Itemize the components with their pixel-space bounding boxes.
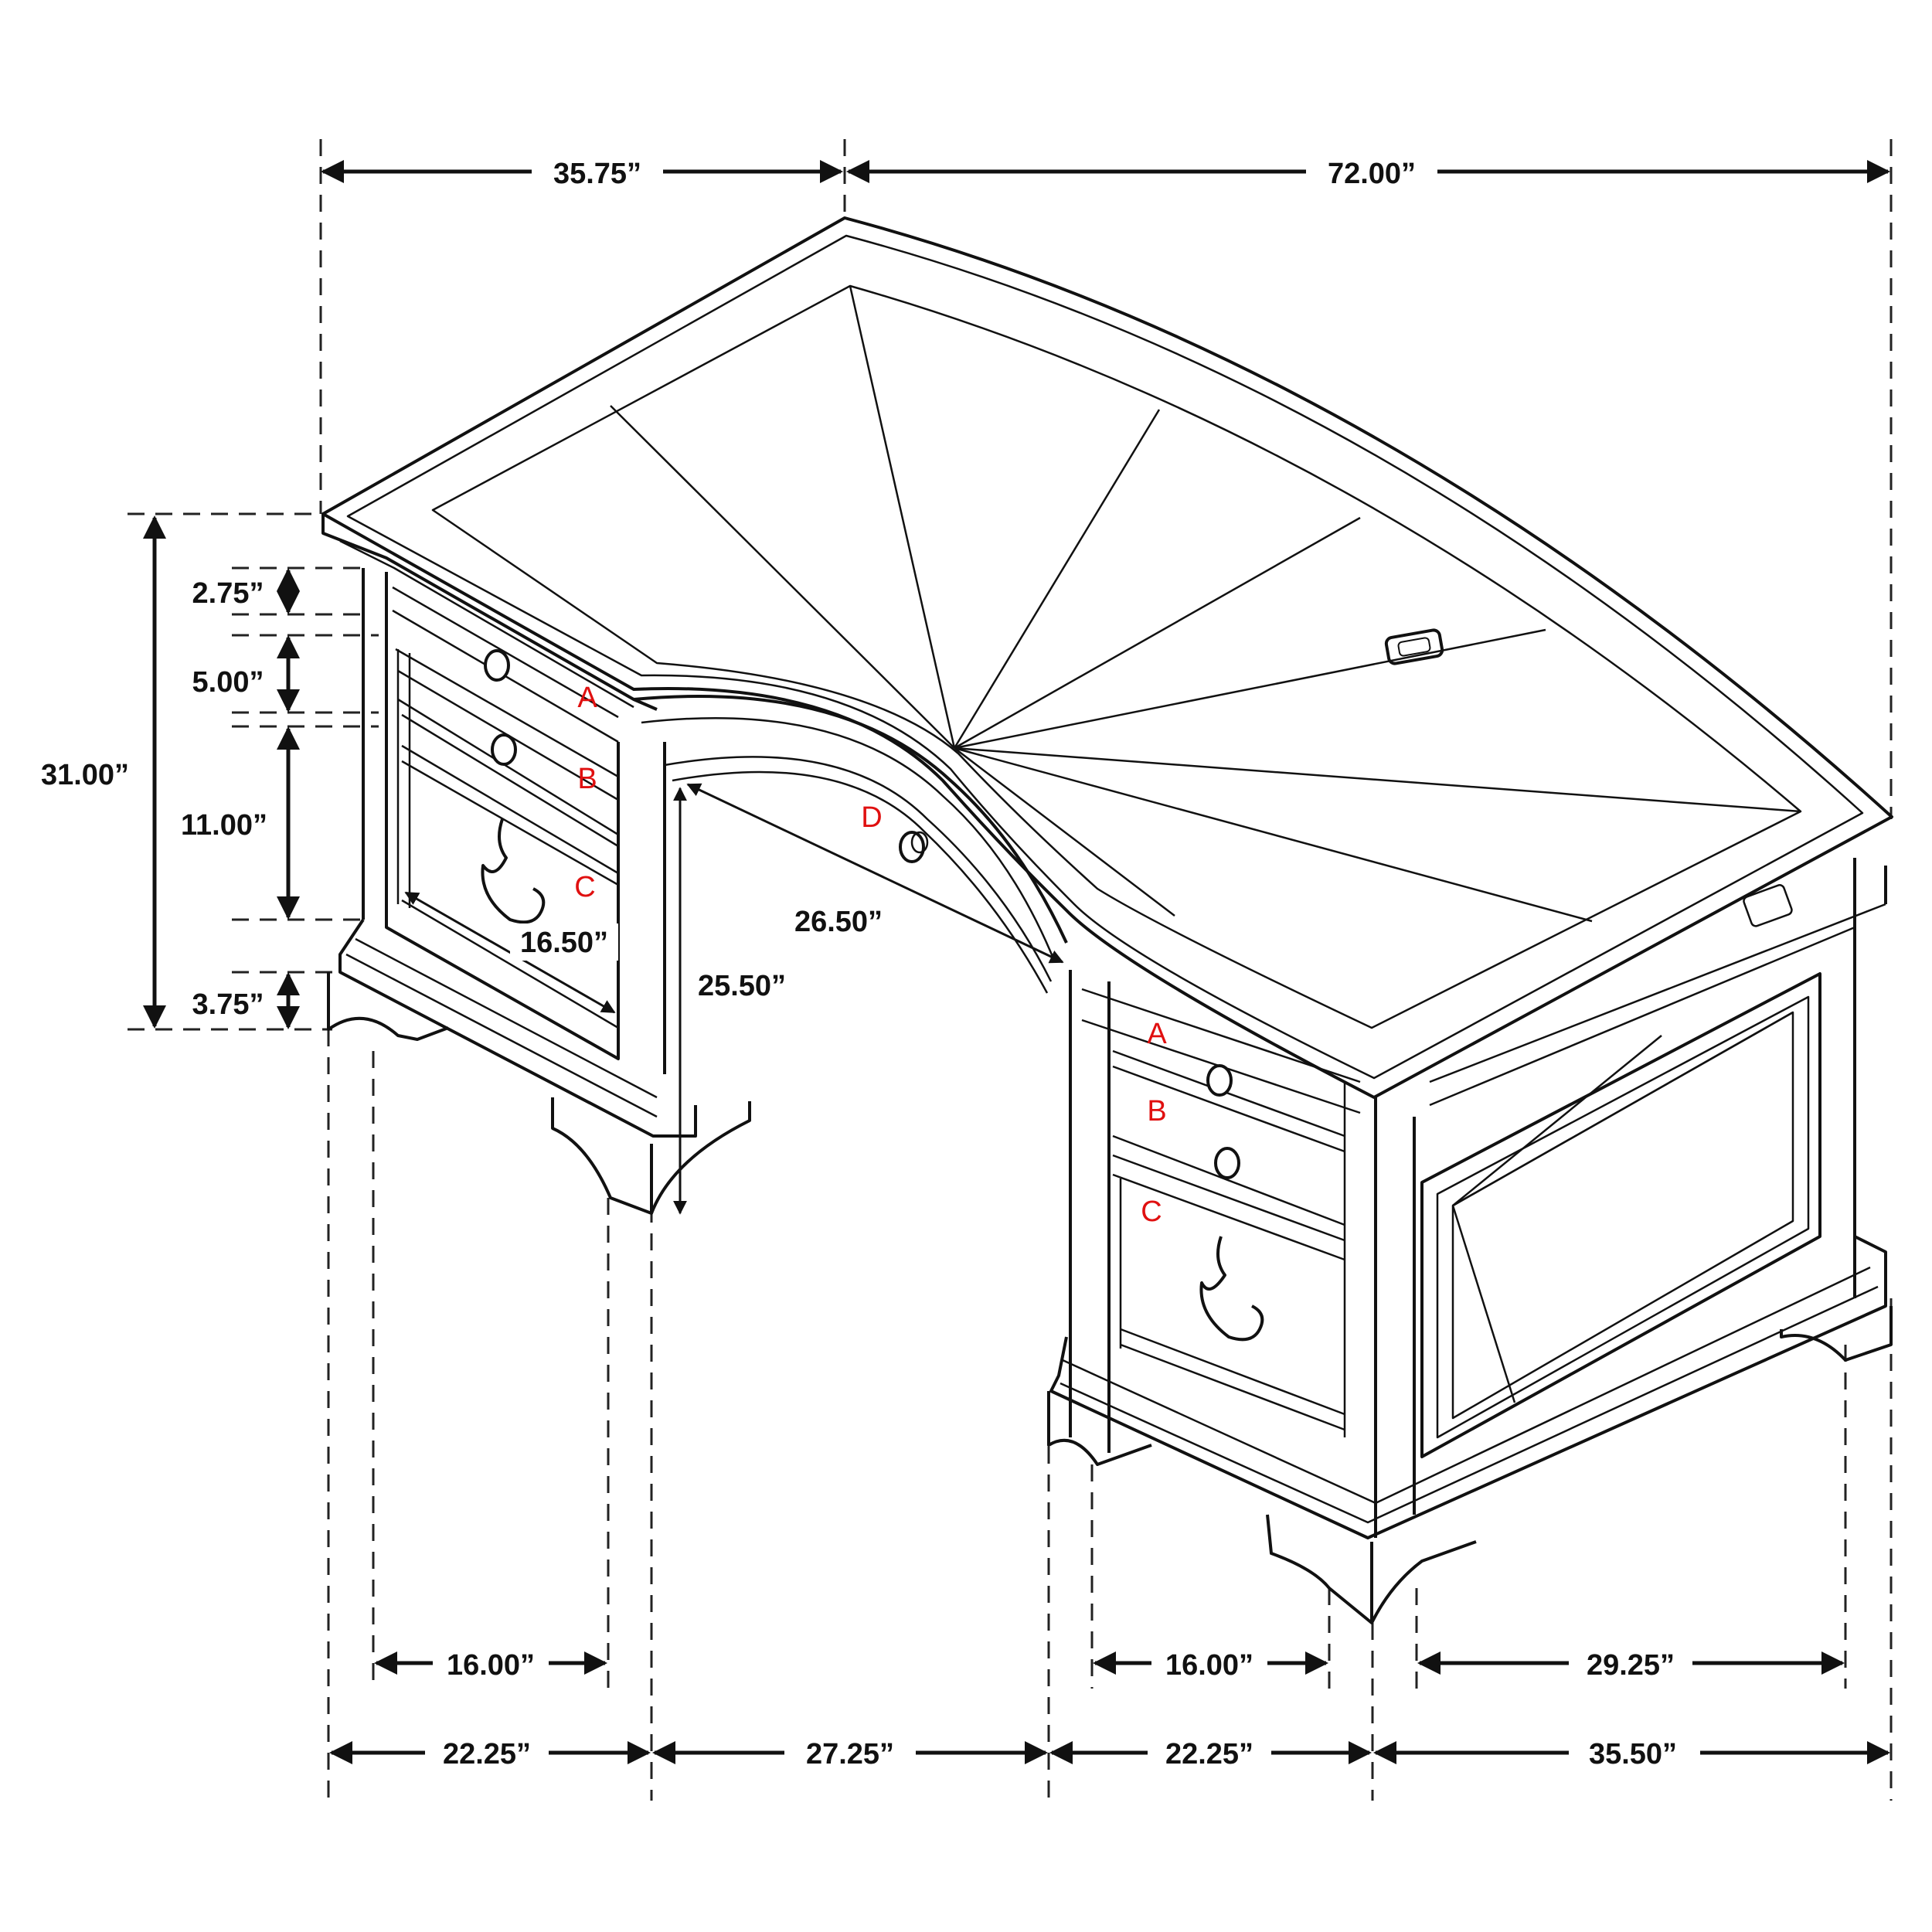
dim-top-width: 72.00”	[1328, 158, 1416, 190]
drawer-label-left-a: A	[577, 682, 597, 714]
drawer-label-right-a: A	[1147, 1018, 1167, 1050]
extension-lines	[128, 139, 1893, 1801]
dim-right-side-inner: 29.25”	[1587, 1649, 1675, 1682]
drawer-labels: A B C D A B C	[574, 682, 1167, 1228]
dim-drawer-a-height: 2.75”	[192, 577, 264, 610]
dim-base-height: 3.75”	[192, 988, 264, 1021]
dim-bottom-right-pedestal: 22.25”	[1165, 1738, 1253, 1770]
dim-left-pedestal-inner: 16.00”	[447, 1649, 535, 1682]
dim-knee-height: 25.50”	[698, 970, 786, 1002]
dim-top-left-depth: 35.75”	[553, 158, 641, 190]
drawer-label-right-c: C	[1141, 1196, 1162, 1228]
dim-knee-depth: 26.50”	[794, 906, 883, 938]
desk-drawing	[321, 216, 1893, 1624]
dim-total-height: 31.00”	[41, 759, 129, 791]
drawer-label-center-d: D	[861, 801, 882, 834]
drawer-label-left-c: C	[574, 871, 595, 903]
dim-bottom-left-pedestal: 22.25”	[443, 1738, 531, 1770]
dim-bottom-knee-space: 27.25”	[806, 1738, 894, 1770]
dim-drawer-c-depth: 16.50”	[520, 927, 608, 959]
dim-drawer-c-height: 11.00”	[181, 809, 267, 842]
drawer-label-left-b: B	[577, 763, 597, 795]
dimension-arrows	[143, 160, 1890, 1764]
dim-drawer-b-height: 5.00”	[192, 666, 264, 699]
dim-bottom-right-side: 35.50”	[1589, 1738, 1677, 1770]
dimension-labels: 35.75” 72.00” 31.00” 2.75” 5.00” 11.00” …	[41, 151, 1700, 1774]
dim-right-pedestal-inner: 16.00”	[1165, 1649, 1253, 1682]
drawer-label-right-b: B	[1147, 1095, 1166, 1128]
